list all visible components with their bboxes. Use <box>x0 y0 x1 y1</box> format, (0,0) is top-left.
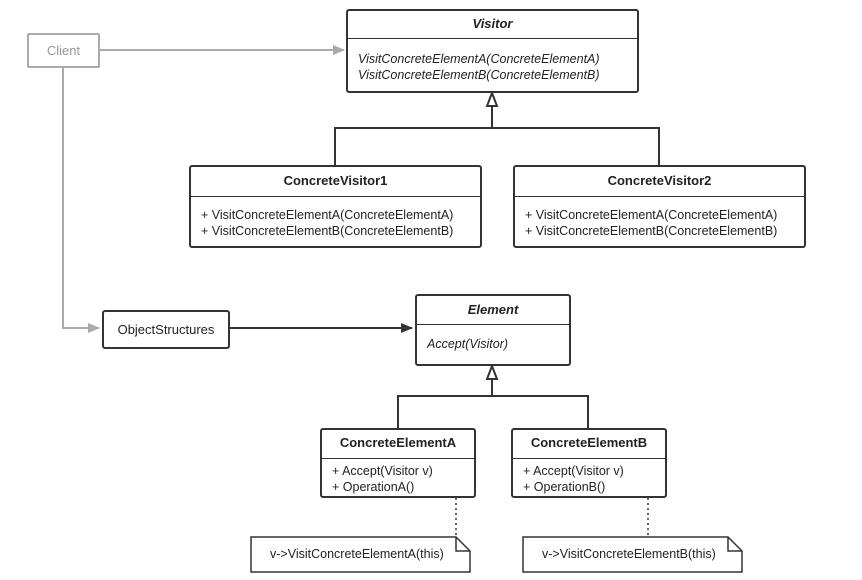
note-a-text: v->VisitConcreteElementA(this) <box>270 547 444 561</box>
concrete-visitor1-class[interactable]: ConcreteVisitor1 + VisitConcreteElementA… <box>189 165 482 248</box>
visitor-operation: VisitConcreteElementA(ConcreteElementA) <box>358 52 600 66</box>
concrete-element-a-operations: + Accept(Visitor v) + OperationA() <box>332 463 470 495</box>
concrete-visitor2-operation: + VisitConcreteElementA(ConcreteElementA… <box>525 208 778 222</box>
concrete-element-b-operations: + Accept(Visitor v) + OperationB() <box>523 463 661 495</box>
note-a-shape <box>250 536 471 573</box>
element-operations: Accept(Visitor) <box>427 336 565 352</box>
concrete-element-b-divider <box>513 458 665 459</box>
concrete-element-b-operation: + Accept(Visitor v) <box>523 464 624 478</box>
concrete-visitor1-title: ConcreteVisitor1 <box>283 173 388 188</box>
concrete-element-a-class[interactable]: ConcreteElementA + Accept(Visitor v) + O… <box>320 428 476 498</box>
concrete-visitor1-operations: + VisitConcreteElementA(ConcreteElementA… <box>201 207 476 239</box>
visitor-generalization <box>334 90 660 165</box>
element-generalization <box>397 363 589 428</box>
element-operation: Accept(Visitor) <box>427 337 509 351</box>
element-title: Element <box>467 302 519 317</box>
concrete-visitor2-operations: + VisitConcreteElementA(ConcreteElementA… <box>525 207 800 239</box>
concrete-visitor1-divider <box>191 196 480 197</box>
concrete-visitor2-divider <box>515 196 804 197</box>
concrete-element-b-operation: + OperationB() <box>523 480 606 494</box>
concrete-visitor1-operation: + VisitConcreteElementA(ConcreteElementA… <box>201 208 454 222</box>
concrete-element-b-class[interactable]: ConcreteElementB + Accept(Visitor v) + O… <box>511 428 667 498</box>
element-class[interactable]: Element Accept(Visitor) <box>415 294 571 366</box>
visitor-class[interactable]: Visitor VisitConcreteElementA(ConcreteEl… <box>346 9 639 93</box>
client-objectstructures-association <box>62 67 100 333</box>
visitor-title: Visitor <box>472 16 513 31</box>
concrete-element-a-divider <box>322 458 474 459</box>
concrete-element-a-operation: + Accept(Visitor v) <box>332 464 433 478</box>
element-divider <box>417 324 569 325</box>
concrete-visitor2-title: ConcreteVisitor2 <box>607 173 712 188</box>
visitor-divider <box>348 38 637 39</box>
client-box[interactable]: Client <box>27 33 100 68</box>
concrete-visitor1-operation: + VisitConcreteElementB(ConcreteElementB… <box>201 224 454 238</box>
objectstructures-label: ObjectStructures <box>117 322 215 337</box>
client-label: Client <box>46 43 81 58</box>
concrete-element-a-operation: + OperationA() <box>332 480 415 494</box>
visitor-operation: VisitConcreteElementB(ConcreteElementB) <box>358 68 600 82</box>
note-b-shape <box>522 536 743 573</box>
objectstructures-box[interactable]: ObjectStructures <box>102 310 230 349</box>
concrete-visitor2-class[interactable]: ConcreteVisitor2 + VisitConcreteElementA… <box>513 165 806 248</box>
visitor-operations: VisitConcreteElementA(ConcreteElementA) … <box>358 51 633 83</box>
concrete-element-a-title: ConcreteElementA <box>339 435 457 450</box>
concrete-visitor2-operation: + VisitConcreteElementB(ConcreteElementB… <box>525 224 778 238</box>
concrete-element-b-title: ConcreteElementB <box>530 435 648 450</box>
note-b-text: v->VisitConcreteElementB(this) <box>542 547 716 561</box>
